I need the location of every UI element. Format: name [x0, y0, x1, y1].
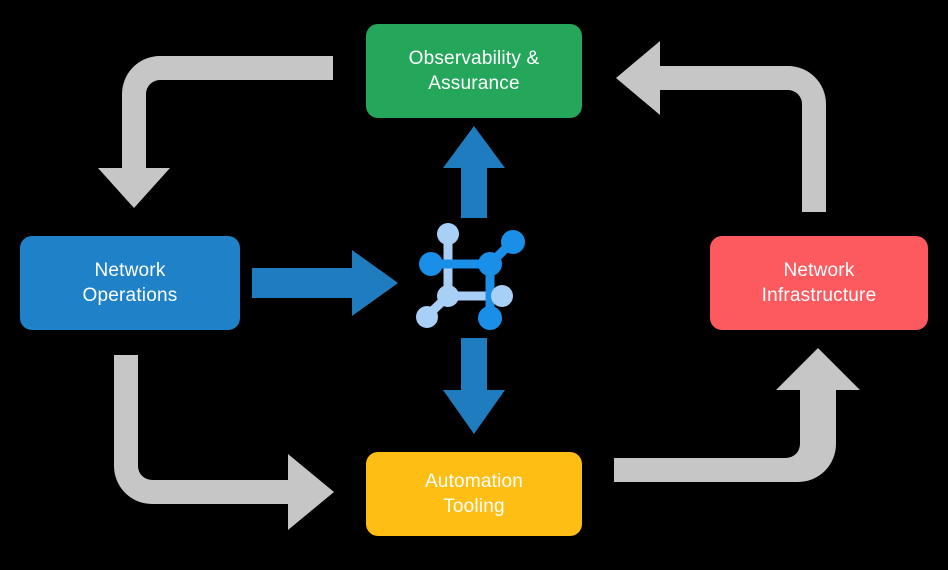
node-box-observability-assurance[interactable]: Observability & Assurance: [366, 24, 582, 118]
node-label-network-infrastructure: Network Infrastructure: [761, 259, 877, 306]
arrow-network-operations-to-center: [252, 250, 398, 316]
arrow-automation-tooling-to-network-infrastructure: [614, 348, 860, 482]
node-box-automation-tooling[interactable]: Automation Tooling: [366, 452, 582, 536]
network-topology-icon: [416, 223, 525, 330]
node-label-automation-tooling: Automation Tooling: [424, 470, 524, 517]
node-box-network-infrastructure[interactable]: Network Infrastructure: [710, 236, 928, 330]
arrow-network-infrastructure-to-observability: [616, 41, 826, 212]
arrow-center-to-automation-tooling: [443, 338, 505, 434]
node-label-network-operations: Network Operations: [82, 259, 178, 306]
arrow-network-operations-to-automation-tooling: [114, 355, 334, 530]
node-box-network-operations[interactable]: Network Operations: [20, 236, 240, 330]
node-label-observability-assurance: Observability & Assurance: [408, 47, 540, 94]
arrow-observability-to-network-operations: [98, 56, 333, 208]
arrow-center-to-observability: [443, 126, 505, 218]
